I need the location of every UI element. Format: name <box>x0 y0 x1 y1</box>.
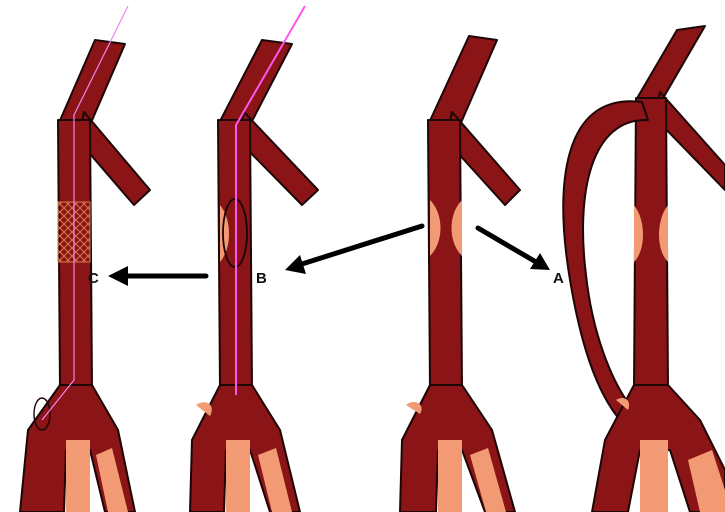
panel-stenosis <box>400 36 520 512</box>
panel-bypass <box>563 26 725 512</box>
arrow-to-c <box>108 266 206 286</box>
plaque <box>640 440 668 512</box>
arrow-to-a <box>478 228 550 270</box>
upper-trunk <box>58 40 125 125</box>
arrow-to-b <box>285 226 422 274</box>
label-b: B <box>256 270 267 287</box>
plaque <box>226 440 250 512</box>
plaque <box>196 402 212 416</box>
main-trunk <box>428 120 462 390</box>
plaque <box>438 440 462 512</box>
upper-trunk <box>636 26 705 100</box>
label-a: A <box>553 270 564 287</box>
plaque <box>406 402 422 414</box>
panel-stent <box>20 6 150 512</box>
plaque <box>66 440 90 512</box>
upper-trunk <box>428 36 497 125</box>
upper-trunk <box>218 40 292 125</box>
label-c: C <box>88 270 99 287</box>
